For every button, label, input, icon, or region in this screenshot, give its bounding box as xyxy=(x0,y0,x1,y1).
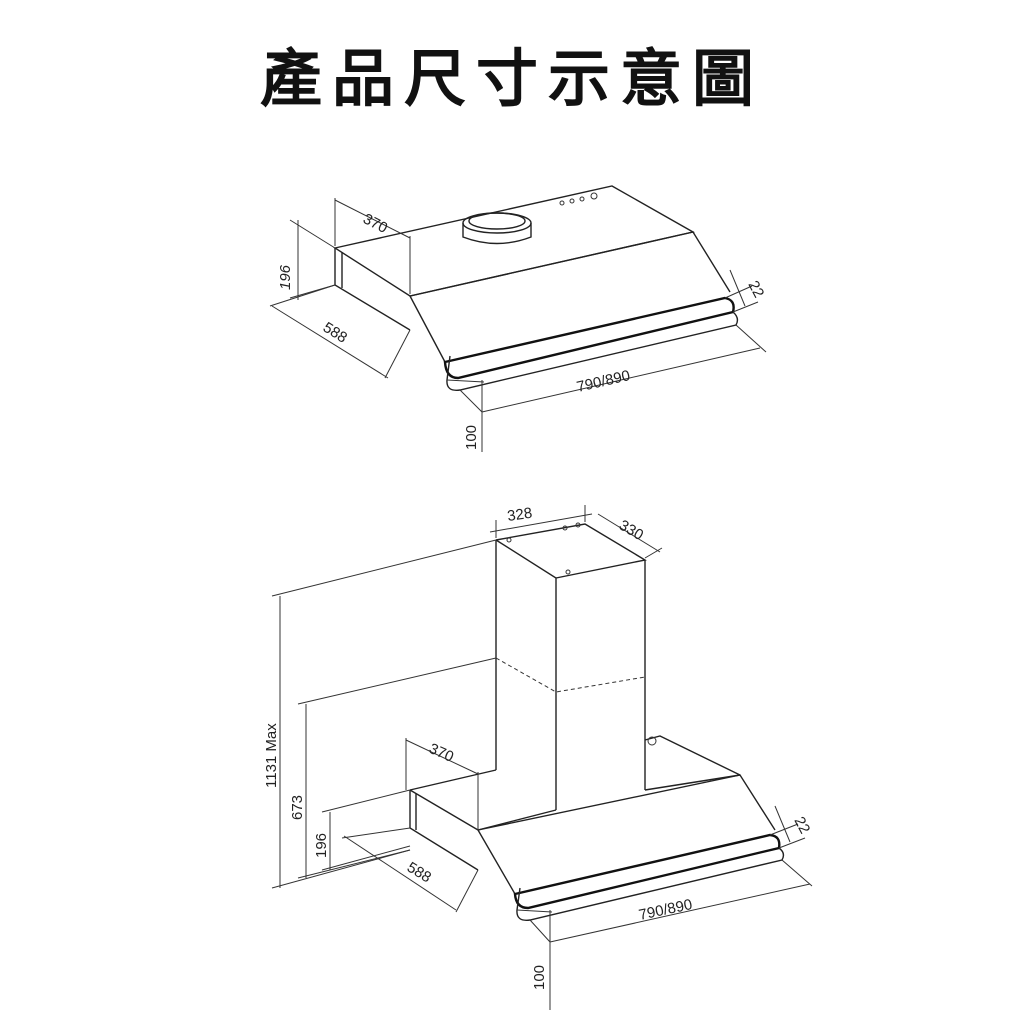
min-height-673: 673 xyxy=(289,795,306,820)
top-width-790-890: 790/890 xyxy=(575,367,632,396)
top-height-196: 196 xyxy=(277,264,294,290)
total-height-1131-max: 1131 Max xyxy=(263,723,280,788)
page-title: 產品尺寸示意圖 xyxy=(259,42,764,115)
top-depth-370: 370 xyxy=(360,210,390,237)
bottom-height-196: 196 xyxy=(313,833,330,858)
bottom-width-790-890: 790/890 xyxy=(637,896,694,924)
hood-diagram-bottom: 328 330 1131 Max 673 196 370 588 xyxy=(263,505,813,1010)
bottom-depth-588: 588 xyxy=(404,859,434,886)
chimney-depth-330: 330 xyxy=(616,517,646,544)
bottom-lip-22: 22 xyxy=(790,814,813,837)
chimney-width-328: 328 xyxy=(506,505,533,525)
top-lip-22: 22 xyxy=(744,278,767,301)
top-drop-100: 100 xyxy=(463,425,480,450)
top-depth-588: 588 xyxy=(320,319,350,347)
hood-diagram-top: 370 196 588 790/890 22 100 xyxy=(269,185,767,452)
bottom-drop-100: 100 xyxy=(531,965,548,990)
